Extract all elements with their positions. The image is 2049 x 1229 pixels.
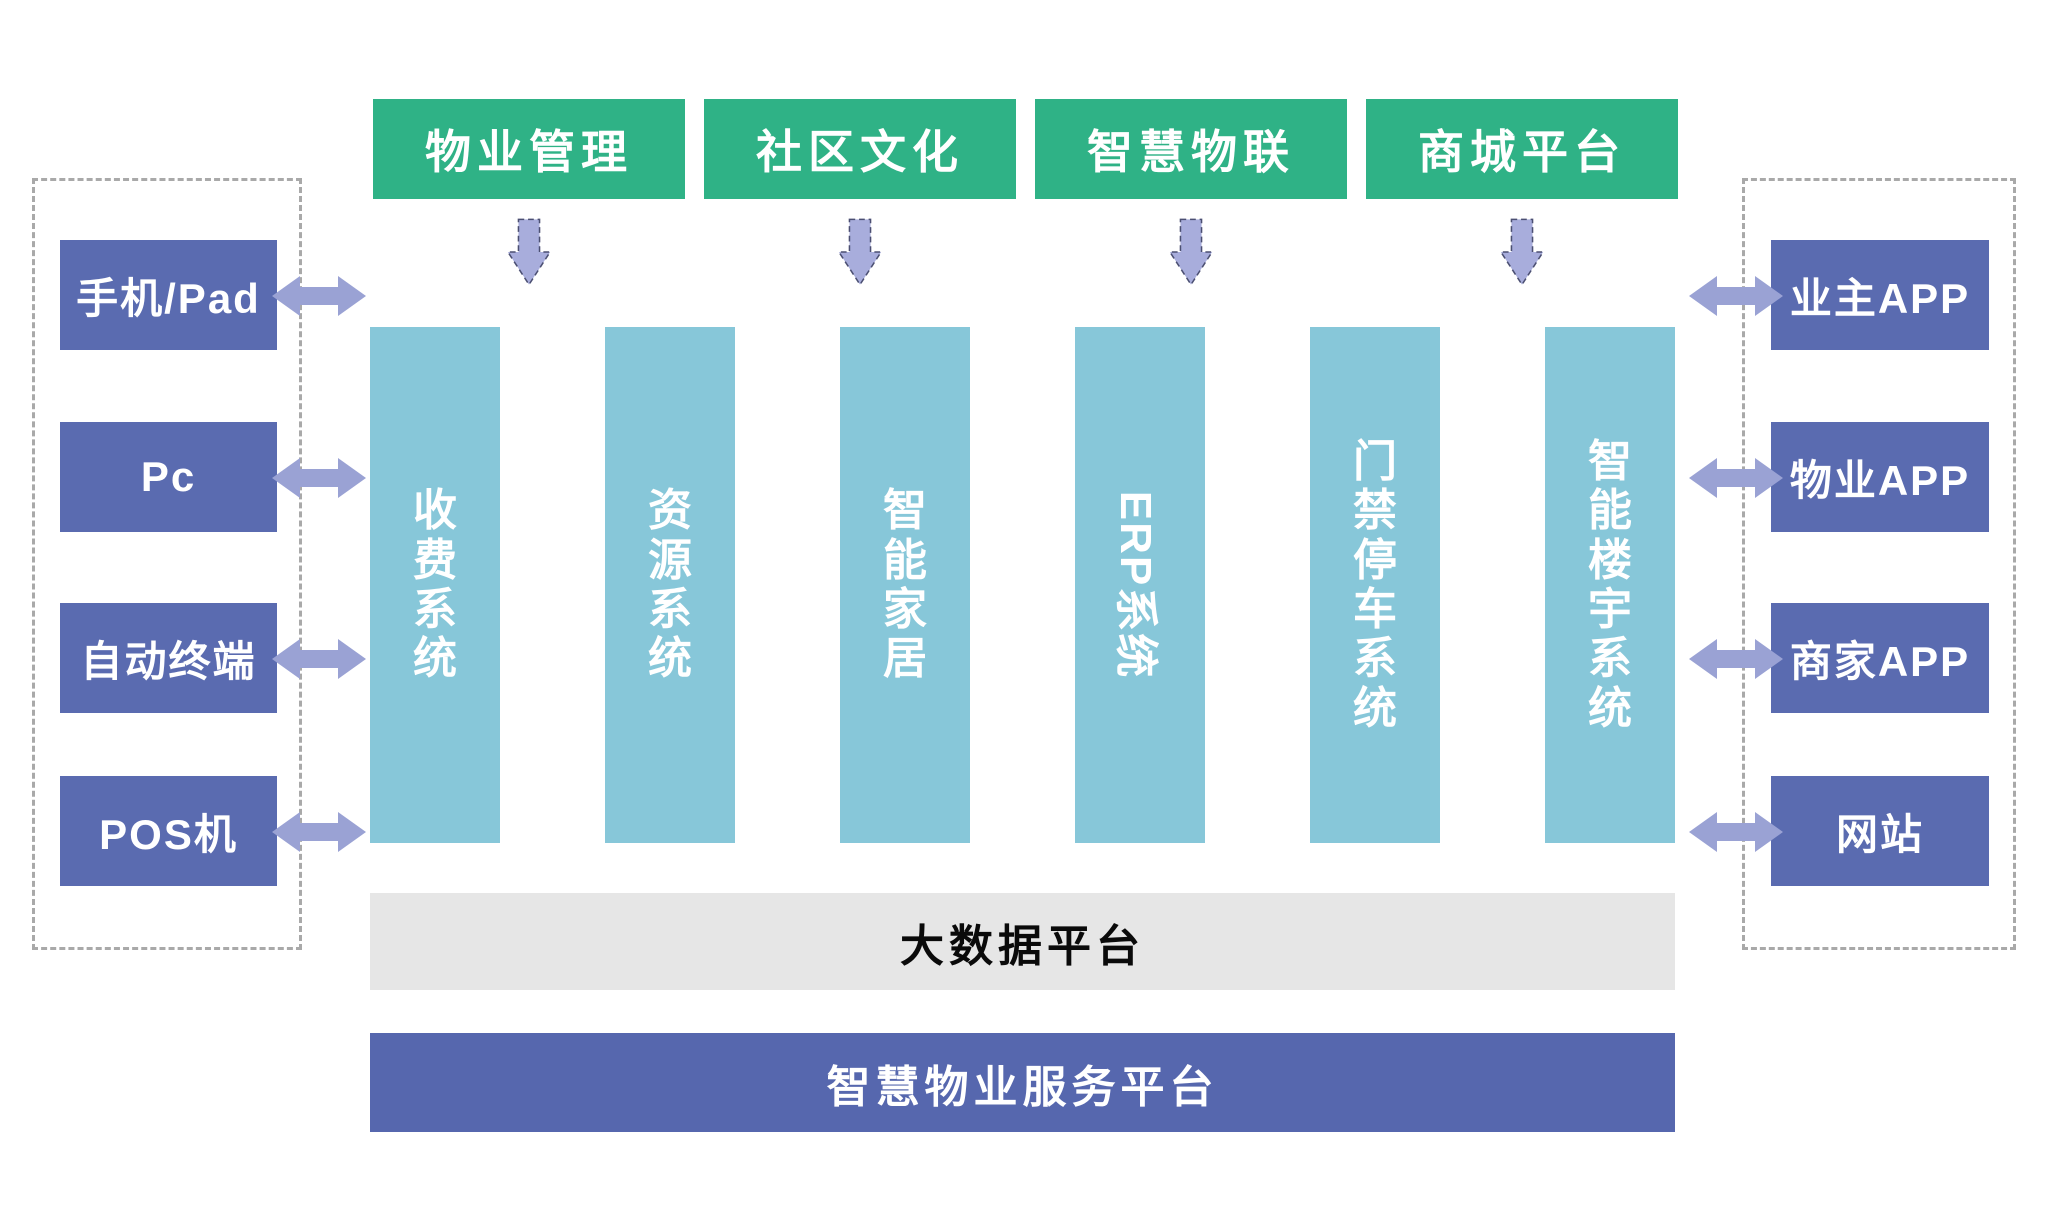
system-column-charging: 收费系统 [370, 327, 500, 843]
app-box-property-app: 物业APP [1771, 422, 1989, 532]
module-box-community-culture: 社区文化 [704, 99, 1016, 199]
system-label: 智能楼宇系统 [1587, 437, 1632, 733]
down-arrow-icon [1168, 218, 1214, 286]
system-label: 资源系统 [647, 486, 692, 684]
system-column-resource: 资源系统 [605, 327, 735, 843]
double-arrow-icon [1689, 458, 1783, 498]
terminal-box-auto-terminal: 自动终端 [60, 603, 277, 713]
module-box-smart-iot: 智慧物联 [1035, 99, 1347, 199]
system-column-smart-home: 智能家居 [840, 327, 970, 843]
module-box-property-management: 物业管理 [373, 99, 685, 199]
system-column-smart-building: 智能楼宇系统 [1545, 327, 1675, 843]
terminal-box-phone-pad: 手机/Pad [60, 240, 277, 350]
double-arrow-icon [1689, 639, 1783, 679]
system-label: 收费系统 [412, 486, 457, 684]
app-box-website: 网站 [1771, 776, 1989, 886]
double-arrow-icon [272, 639, 366, 679]
double-arrow-icon [1689, 812, 1783, 852]
double-arrow-icon [1689, 276, 1783, 316]
app-box-merchant-app: 商家APP [1771, 603, 1989, 713]
module-box-mall-platform: 商城平台 [1366, 99, 1678, 199]
down-arrow-icon [506, 218, 552, 286]
system-label: 门禁停车系统 [1352, 437, 1397, 733]
double-arrow-icon [272, 458, 366, 498]
double-arrow-icon [272, 812, 366, 852]
system-label: ERP系统 [1111, 490, 1160, 680]
right-apps-group [1742, 178, 2016, 950]
left-terminals-group [32, 178, 302, 950]
terminal-box-pos: POS机 [60, 776, 277, 886]
system-column-erp: ERP系统 [1075, 327, 1205, 843]
terminal-box-pc: Pc [60, 422, 277, 532]
system-label: 智能家居 [882, 486, 927, 684]
app-box-owner-app: 业主APP [1771, 240, 1989, 350]
platform-bar-smart-property-service: 智慧物业服务平台 [370, 1033, 1675, 1132]
platform-bar-big-data: 大数据平台 [370, 893, 1675, 990]
system-column-access-parking: 门禁停车系统 [1310, 327, 1440, 843]
down-arrow-icon [837, 218, 883, 286]
double-arrow-icon [272, 276, 366, 316]
down-arrow-icon [1499, 218, 1545, 286]
